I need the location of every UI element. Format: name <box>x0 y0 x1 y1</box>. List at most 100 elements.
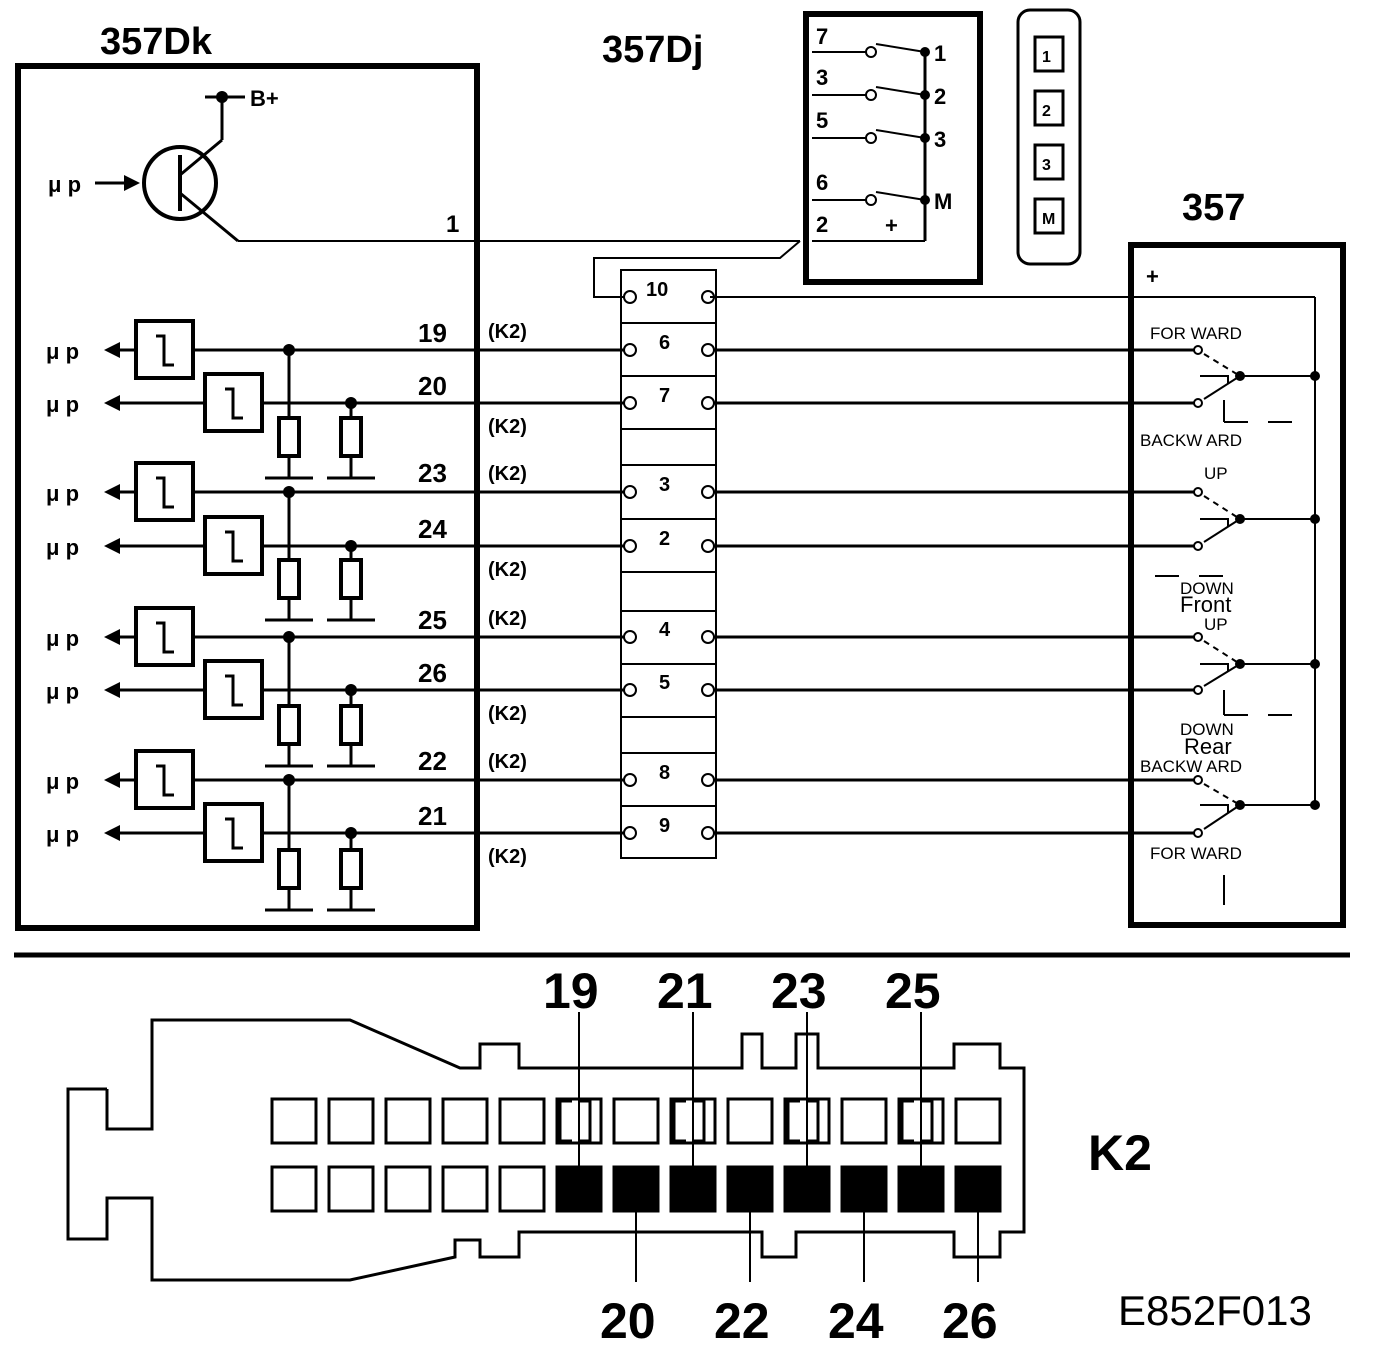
label-rear: Rear <box>1184 734 1232 759</box>
dj-right-pin: 3 <box>934 127 946 152</box>
k2-pin-used <box>612 1165 660 1213</box>
keypad-button[interactable]: 3 <box>1033 143 1065 181</box>
k2-bottom-pin-label: 24 <box>828 1293 884 1349</box>
ecu-input-row: μ p21(K2) <box>46 801 624 868</box>
connector-terminal: 10 <box>623 279 715 304</box>
input-pin-label: 26 <box>418 658 447 688</box>
k2-cavity <box>327 1097 375 1145</box>
seat-switch-pair <box>1193 345 1320 423</box>
pulldown-resistor <box>277 704 301 746</box>
seat-switch-title: 357 <box>1182 187 1245 229</box>
keypad-button-label: 2 <box>1042 103 1051 120</box>
terminal-number: 4 <box>659 619 671 641</box>
connector-terminal: 9 <box>623 815 1195 840</box>
keypad-button-label: M <box>1042 211 1055 228</box>
k2-cavity <box>270 1165 318 1213</box>
k2-tag: (K2) <box>488 608 527 630</box>
keypad-button-label: 3 <box>1042 157 1051 174</box>
input-pin-label: 20 <box>418 371 447 401</box>
k2-pin-used <box>840 1165 888 1213</box>
connector-terminal: 3 <box>623 474 1195 499</box>
k2-tag: (K2) <box>488 416 527 438</box>
terminal-number: 6 <box>659 332 670 354</box>
k2-cavity <box>270 1097 318 1145</box>
connector-terminal: 6 <box>623 332 1195 357</box>
dj-left-pin: 6 <box>816 170 828 195</box>
pulldown-resistor <box>339 848 363 890</box>
terminal-number: 3 <box>659 474 670 496</box>
keypad-button[interactable]: 1 <box>1033 35 1065 73</box>
ecu-input-row: μ p22(K2) <box>46 746 624 810</box>
k2-cavity <box>612 1097 660 1145</box>
label-backward-bottom: BACKW ARD <box>1140 757 1242 776</box>
terminal-number: 10 <box>646 279 668 301</box>
k2-name: K2 <box>1088 1125 1152 1181</box>
mp-label: μ p <box>46 339 79 364</box>
input-pin-label: 23 <box>418 458 447 488</box>
memory-switch-title: 357Dj <box>602 29 703 71</box>
input-pin-label: 25 <box>418 605 447 635</box>
ecu-input-row: μ p23(K2) <box>46 458 624 522</box>
keypad-button[interactable]: 2 <box>1033 89 1065 127</box>
k2-tag: (K2) <box>488 751 527 773</box>
pulldown-resistor <box>339 704 363 746</box>
label-down-rear: DOWN <box>1180 720 1234 739</box>
k2-tag: (K2) <box>488 321 527 343</box>
keypad-button[interactable]: M <box>1033 197 1065 235</box>
k2-cavity <box>498 1097 546 1145</box>
k2-tag: (K2) <box>488 463 527 485</box>
keypad-button-label: 1 <box>1042 49 1051 66</box>
dj-pin-2: 2 <box>816 212 828 237</box>
terminal-number: 2 <box>659 528 670 550</box>
dj-right-pin: M <box>934 189 952 214</box>
ecu-input-row: μ p 26 (K2) <box>46 658 624 725</box>
dj-switch-contact: 6M <box>812 170 952 214</box>
k2-cavity <box>840 1097 888 1145</box>
pulldown-resistor <box>277 848 301 890</box>
ecu-input-row: μ p20(K2) <box>46 371 624 438</box>
label-forward-bottom: FOR WARD <box>1150 844 1242 863</box>
connector-terminal: 8 <box>623 762 1195 787</box>
seat-switch-pair <box>1193 775 1320 838</box>
pulldown-resistor <box>339 558 363 600</box>
mp-label: μ p <box>46 679 79 704</box>
dj-right-pin: 1 <box>934 41 946 66</box>
keypad: 1 2 3M <box>1016 8 1082 266</box>
k2-bottom-pin-label: 22 <box>714 1293 770 1349</box>
label-up-rear: UP <box>1204 615 1228 634</box>
terminal-number: 9 <box>659 815 670 837</box>
label-forward-top: FOR WARD <box>1150 324 1242 343</box>
seat-switch-pair <box>1155 487 1320 577</box>
connector-block: 10 6 7 3 2 4 5 8 9 <box>620 269 1195 859</box>
output-pin-label: 1 <box>446 211 459 238</box>
k2-cavity <box>954 1097 1002 1145</box>
k2-cavity <box>441 1165 489 1213</box>
terminal-number: 5 <box>659 672 670 694</box>
input-pin-label: 19 <box>418 318 447 348</box>
ecu-input-row: μ p 25 (K2) <box>46 605 624 667</box>
input-pin-label: 22 <box>418 746 447 776</box>
figure-code: E852F013 <box>1118 1287 1312 1334</box>
k2-pin-used <box>726 1165 774 1213</box>
k2-tag: (K2) <box>488 846 527 868</box>
pulldown-resistor <box>277 558 301 600</box>
supply-label: B+ <box>250 86 279 111</box>
mp-label: μ p <box>46 626 79 651</box>
input-pin-label: 24 <box>418 514 447 544</box>
label-up-front: UP <box>1204 464 1228 483</box>
mp-label: μ p <box>46 822 79 847</box>
k2-pin-used <box>954 1165 1002 1213</box>
label-front: Front <box>1180 592 1231 617</box>
mp-label: μ p <box>46 535 79 560</box>
terminal-number: 8 <box>659 762 670 784</box>
k2-tag: (K2) <box>488 703 527 725</box>
k2-pin-used <box>897 1165 945 1213</box>
ecu-input-row: μ p 19 (K2) <box>46 318 624 380</box>
dj-left-pin: 7 <box>816 24 828 49</box>
terminal-number: 7 <box>659 385 670 407</box>
seat-switch-357: 357 + FOR WARD BACKW ARD UP DOWN Front U… <box>710 187 1346 928</box>
k2-pin-used <box>555 1165 603 1213</box>
